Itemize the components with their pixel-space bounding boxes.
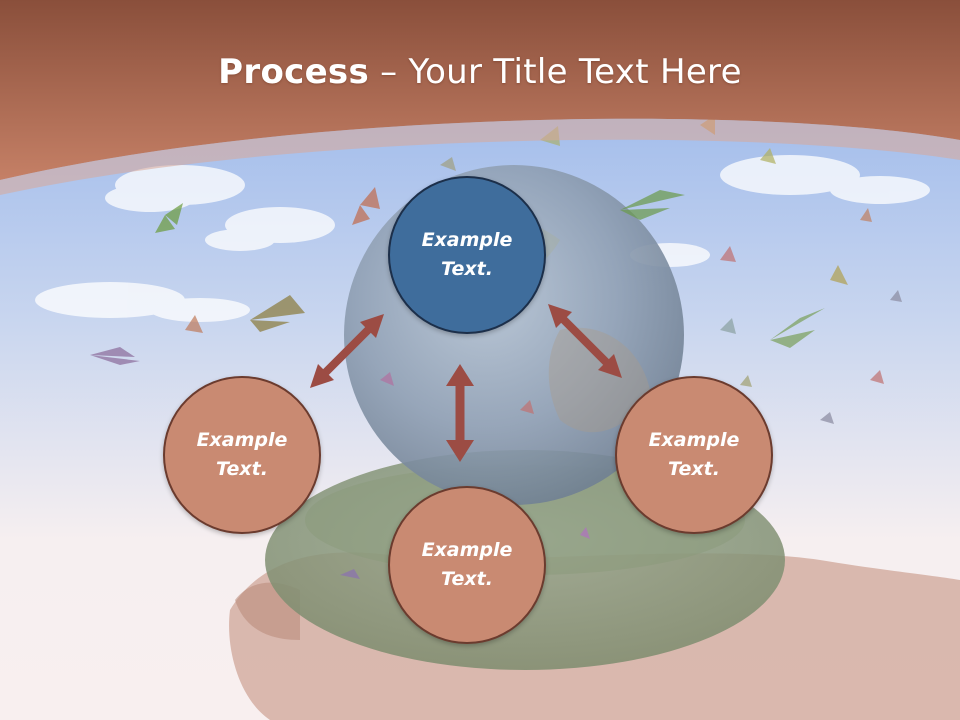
right-node[interactable]: Example Text.: [615, 376, 773, 534]
left-node[interactable]: Example Text.: [163, 376, 321, 534]
center-node-label: Example Text.: [421, 229, 513, 280]
bottom-node[interactable]: Example Text.: [388, 486, 546, 644]
center-node[interactable]: Example Text.: [388, 176, 546, 334]
title-rest-part: – Your Title Text Here: [369, 52, 742, 92]
arrow-top-left: [310, 314, 384, 388]
title-bold-part: Process: [218, 52, 370, 92]
right-node-label: Example Text.: [648, 429, 740, 480]
left-node-label: Example Text.: [196, 429, 288, 480]
bottom-node-label: Example Text.: [421, 539, 513, 590]
slide-title: Process – Your Title Text Here: [0, 52, 960, 92]
arrow-top-right: [548, 304, 622, 378]
arrow-vertical: [446, 364, 474, 462]
